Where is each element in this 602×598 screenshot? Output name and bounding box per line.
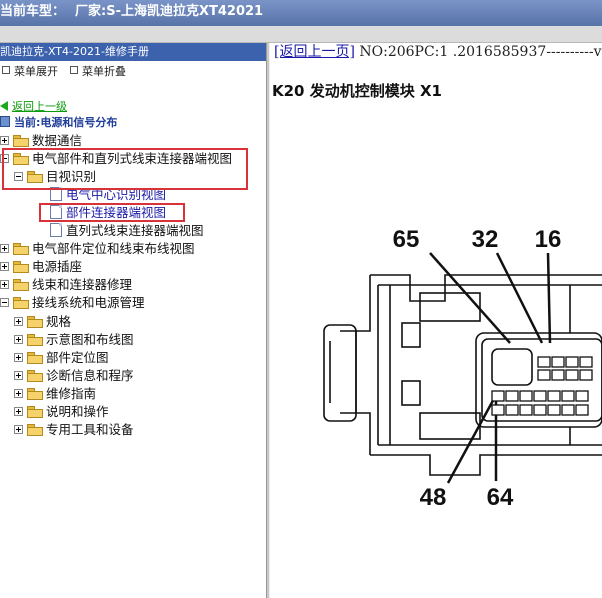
expand-icon [2,66,10,74]
tree-item[interactable]: 电源插座 [0,258,82,275]
collapse-toggle-icon[interactable] [0,154,9,163]
window-titlebar: 当前车型： 厂家:S-上海凯迪拉克XT42021 [0,0,602,26]
leader-line [546,252,552,344]
manual-title: 凯迪拉克-XT4-2021-维修手册 [0,43,266,61]
connector-outline [323,274,602,476]
collapse-toggle-icon[interactable] [0,298,9,307]
tree-item[interactable]: 示意图和布线图 [14,331,134,348]
pin-label-32: 32 [472,226,499,253]
pane-splitter[interactable] [266,43,270,598]
tree-item[interactable]: 直列式线束连接器端视图 [50,222,204,239]
tree-item[interactable]: 部件定位图 [14,349,109,366]
tree-item[interactable]: 接线系统和电源管理 [0,294,145,311]
folder-icon [13,279,29,291]
expand-toggle-icon[interactable] [14,371,23,380]
tree-toolbar: 菜单展开菜单折叠 [0,63,266,81]
highlight-box-item [39,203,185,222]
folder-open-icon [27,171,43,183]
tree-item[interactable]: 线束和连接器修理 [0,276,132,293]
tree-item[interactable]: 电气部件定位和线束布线视图 [0,240,195,257]
expand-toggle-icon[interactable] [14,407,23,416]
document-info: NO:206PC:1 .2016585937----------vi [354,44,602,60]
back-page-link[interactable]: [返回上一页] [274,44,355,60]
tree-item[interactable]: 目视识别 [14,168,96,185]
computer-icon [0,116,10,127]
expand-toggle-icon[interactable] [14,335,23,344]
toolbar-band [0,26,602,43]
tree-item[interactable]: 维修指南 [14,385,96,402]
document-icon [50,205,62,219]
folder-icon [13,261,29,273]
folder-icon [27,370,43,382]
tree-item[interactable]: 说明和操作 [14,403,109,420]
tree-item[interactable]: 专用工具和设备 [14,421,134,438]
tree-item[interactable]: 电气部件和直列式线束连接器端视图 [0,150,232,167]
folder-icon [13,243,29,255]
pin-label-64: 64 [487,484,514,511]
folder-icon [27,352,43,364]
leader-line [429,252,511,344]
pin-label-48: 48 [420,484,447,511]
folder-icon [27,316,43,328]
highlight-box-section [2,148,248,190]
document-icon [50,223,62,237]
expand-toggle-icon[interactable] [0,262,9,271]
folder-open-icon [13,297,29,309]
expand-toggle-icon[interactable] [14,353,23,362]
pin-label-65: 65 [393,226,420,253]
tree-item-selected[interactable]: 部件连接器端视图 [50,204,166,221]
content-panel: [返回上一页] NO:206PC:1 .2016585937----------… [270,43,602,598]
collapse-menu-button[interactable]: 菜单折叠 [68,65,126,78]
folder-icon [13,135,29,147]
expand-toggle-icon[interactable] [0,280,9,289]
vehicle-model-label: 当前车型： [0,4,66,19]
expand-toggle-icon[interactable] [0,244,9,253]
navigation-tree-panel: 凯迪拉克-XT4-2021-维修手册 菜单展开菜单折叠 返回上一级 当前:电源和… [0,43,266,598]
tree-item[interactable]: 诊断信息和程序 [14,367,134,384]
folder-icon [27,424,43,436]
expand-toggle-icon[interactable] [0,136,9,145]
expand-menu-button[interactable]: 菜单展开 [0,65,58,78]
expand-toggle-icon[interactable] [14,317,23,326]
folder-icon [27,388,43,400]
back-arrow-icon [0,101,8,111]
collapse-icon [70,66,78,74]
pin-label-16: 16 [535,226,562,253]
leader-line [495,252,544,344]
folder-icon [27,334,43,346]
page-title: K20 发动机控制模块 X1 [272,82,442,100]
connector-diagram: 65 32 16 48 64 [323,226,602,511]
pin-cavities [491,356,593,416]
tree-item[interactable]: 规格 [14,313,71,330]
vehicle-model-value: 厂家:S-上海凯迪拉克XT42021 [75,4,264,19]
tree-item[interactable]: 数据通信 [0,132,82,149]
current-location: 当前:电源和信号分布 [0,115,117,131]
expand-toggle-icon[interactable] [14,389,23,398]
content-nav-bar: [返回上一页] NO:206PC:1 .2016585937----------… [274,43,602,61]
folder-open-icon [13,153,29,165]
collapse-toggle-icon[interactable] [14,172,23,181]
expand-toggle-icon[interactable] [14,425,23,434]
folder-icon [27,406,43,418]
back-level-link[interactable]: 返回上一级 [0,99,67,115]
